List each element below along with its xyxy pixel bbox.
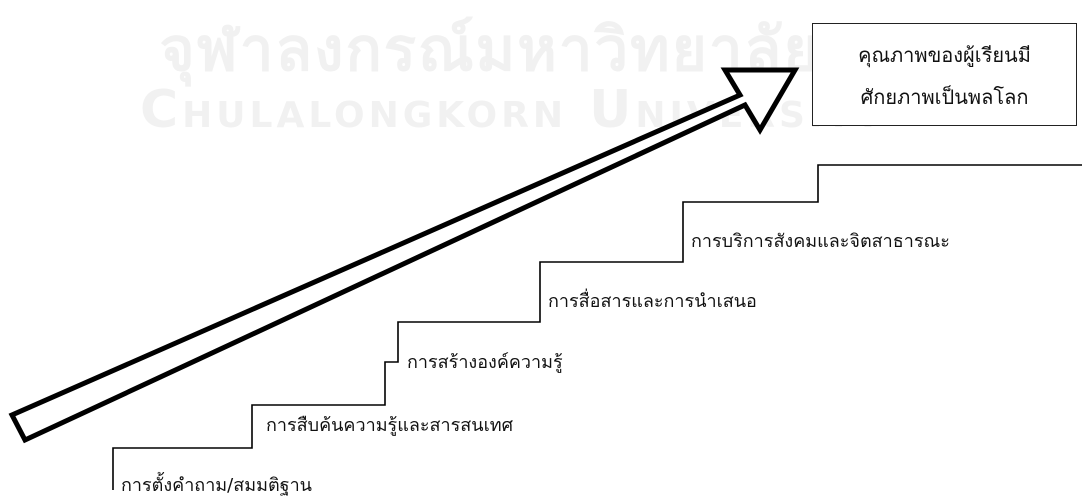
progress-arrow (8, 67, 800, 444)
step-label-5: การบริการสังคมและจิตสาธารณะ (691, 231, 950, 252)
step-label-1: การตั้งคำถาม/สมมติฐาน (121, 475, 312, 496)
step-label-4: การสื่อสารและการนำเสนอ (548, 291, 757, 312)
step-label-3: การสร้างองค์ความรู้ (407, 352, 563, 373)
goal-text-line-2: ศักยภาพเป็นพลโลก (860, 85, 1029, 109)
goal-text-line-1: คุณภาพของผู้เรียนมี (858, 43, 1031, 67)
staircase-line (112, 164, 1082, 490)
goal-box: คุณภาพของผู้เรียนมี ศักยภาพเป็นพลโลก (812, 23, 1077, 126)
step-label-2: การสืบค้นความรู้และสารสนเทศ (266, 415, 514, 436)
watermark-thai: จุฬาลงกรณ์มหาวิทยาลัย (159, 15, 821, 85)
